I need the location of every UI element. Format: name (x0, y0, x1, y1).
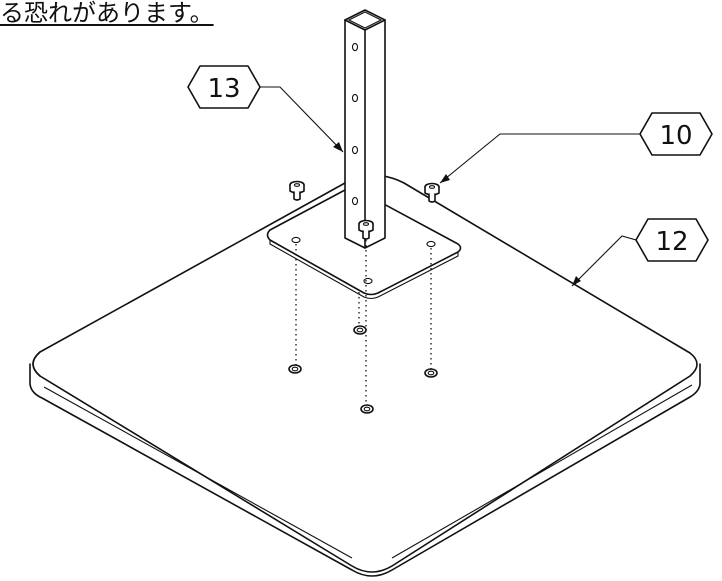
base-holes (288, 325, 438, 414)
hole-right (424, 368, 438, 378)
callout-13-label: 13 (207, 74, 240, 104)
callout-13: 13 (187, 65, 344, 153)
hole-front (360, 404, 374, 414)
bolt-right (424, 182, 440, 203)
instruction-caption: る恐れがあります。 (0, 0, 214, 27)
square-post (344, 9, 386, 249)
assembly-guide-lines (295, 240, 432, 404)
bolt-center (358, 219, 374, 240)
callout-10-label: 10 (659, 121, 692, 151)
callout-12: 12 (571, 218, 709, 287)
callout-12-label: 12 (655, 227, 688, 257)
hole-rear (353, 325, 367, 335)
hole-left (288, 364, 302, 374)
bolt-left (289, 180, 305, 201)
callout-10: 10 (439, 112, 713, 184)
